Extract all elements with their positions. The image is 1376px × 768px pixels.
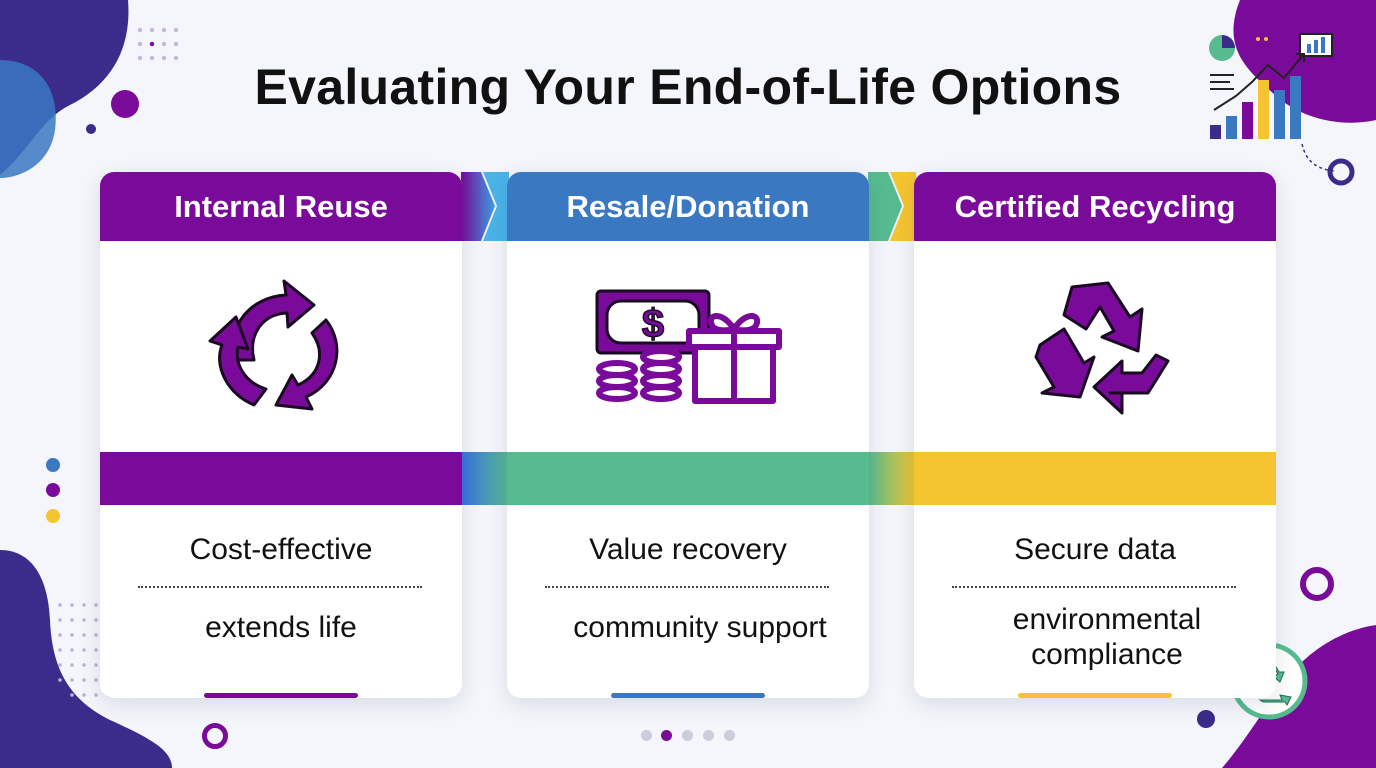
card-point-1: Value recovery (589, 533, 787, 566)
card-point-2: environmental compliance (1012, 603, 1202, 671)
connector-2 (868, 172, 916, 241)
band-connector-2 (868, 452, 916, 505)
card-underline (611, 693, 765, 698)
cycle-arrows-icon (100, 250, 462, 450)
dotted-divider (138, 586, 422, 588)
dotted-divider (952, 586, 1236, 588)
pager-dot-1[interactable] (641, 730, 652, 741)
svg-text:$: $ (642, 302, 664, 346)
card-point-1: Secure data (1014, 533, 1176, 566)
page-title: Evaluating Your End-of-Life Options (254, 59, 1122, 115)
dotted-divider (545, 586, 829, 588)
pager-dot-4[interactable] (703, 730, 714, 741)
band-connector-1 (461, 452, 509, 505)
card-heading: Certified Recycling (914, 172, 1276, 241)
pager-dot-3[interactable] (682, 730, 693, 741)
card-heading: Internal Reuse (100, 172, 462, 241)
pager-dot-5[interactable] (724, 730, 735, 741)
navy-dot (86, 124, 96, 134)
left-vertical-dots (46, 458, 60, 523)
option-card-certified-recycling: Certified Recycling Secure data environm… (914, 172, 1276, 698)
card-band (100, 452, 462, 505)
top-left-dot-grid (137, 27, 179, 61)
bottom-left-ring (202, 723, 228, 749)
top-right-ring (1301, 143, 1355, 186)
card-band (507, 452, 869, 505)
card-heading: Resale/Donation (507, 172, 869, 241)
card-underline (1018, 693, 1172, 698)
top-left-blob (0, 0, 129, 178)
right-ring (1300, 567, 1334, 601)
connector-1 (461, 172, 509, 241)
right-navy-dot (1197, 710, 1215, 728)
money-gift-icon: $ (507, 250, 869, 450)
analytics-chart-icon (1209, 33, 1333, 139)
card-underline (204, 693, 358, 698)
pager-dot-2-active[interactable] (661, 730, 672, 741)
card-point-2: community support (573, 611, 827, 644)
card-point-1: Cost-effective (189, 533, 373, 566)
card-band (914, 452, 1276, 505)
option-card-resale-donation: Resale/Donation $ Value recovery communi… (507, 172, 869, 698)
card-point-2: extends life (205, 611, 357, 644)
recycle-icon (914, 250, 1276, 450)
option-card-internal-reuse: Internal Reuse Cost-effective extends li… (100, 172, 462, 698)
purple-dot (111, 90, 139, 118)
